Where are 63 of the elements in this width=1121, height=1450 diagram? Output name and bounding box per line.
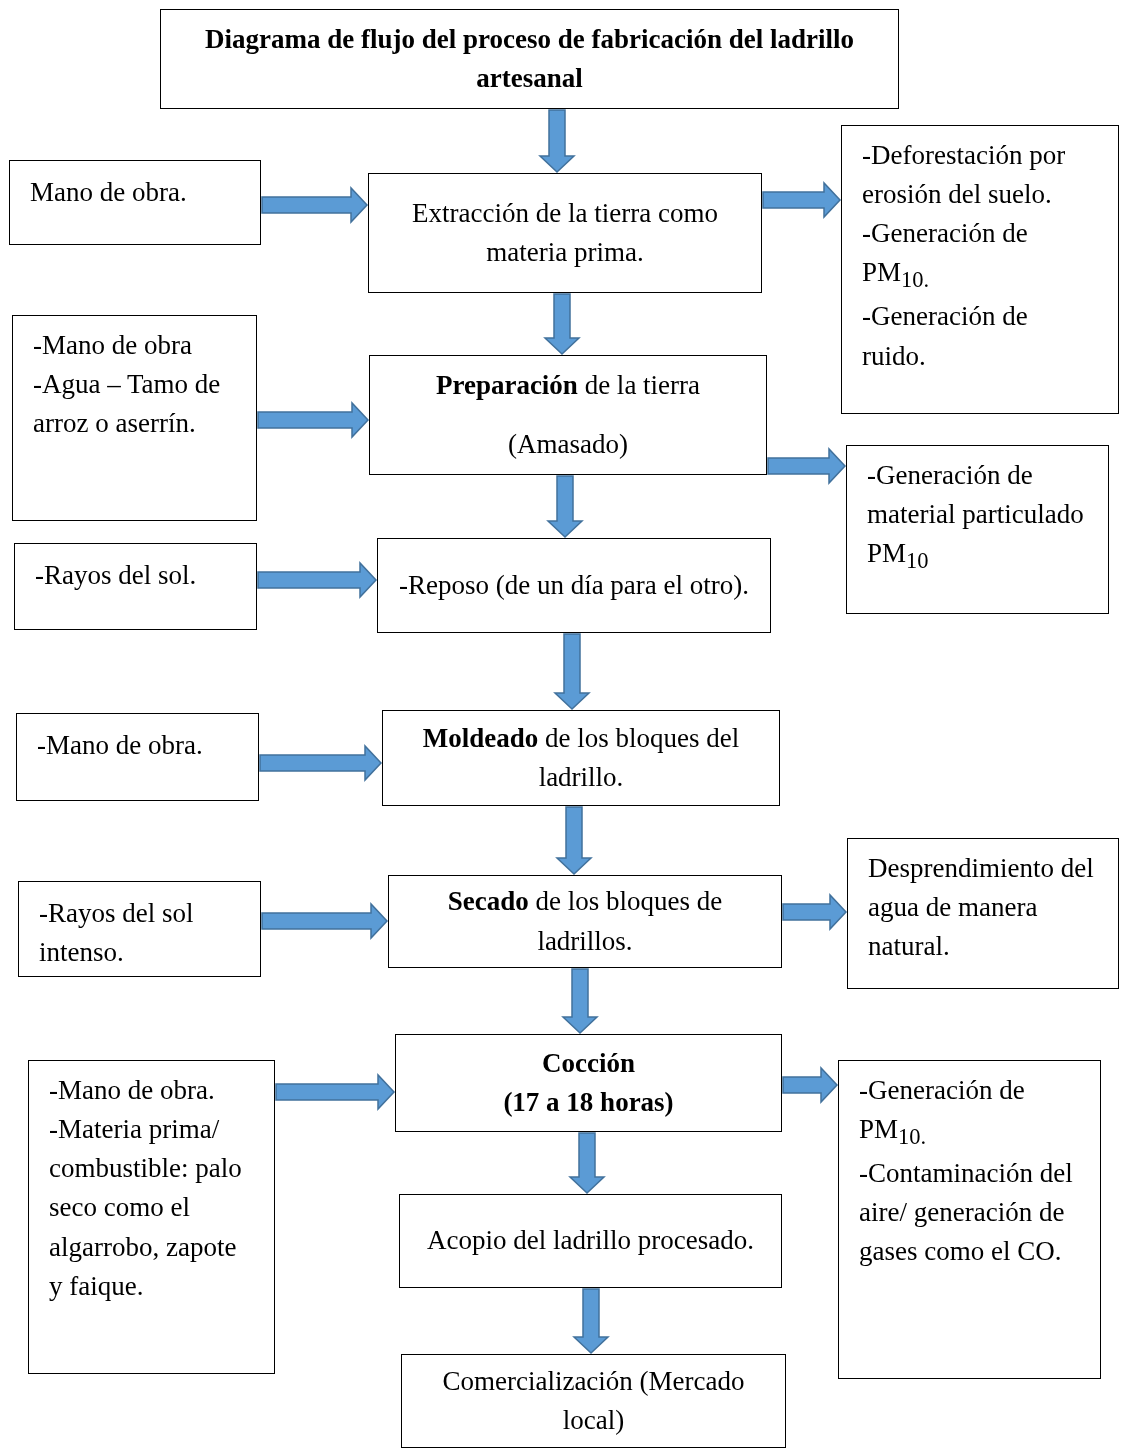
- box-text: -Generación de ruido.: [862, 300, 1029, 373]
- block-arrow: [782, 1066, 839, 1104]
- box-text: (17 a 18 horas): [502, 1086, 675, 1119]
- box-text: Secado de los bloques de ladrillos.: [446, 885, 724, 958]
- input-box: [16, 713, 259, 801]
- box-text: -Mano de obra.: [49, 1074, 216, 1107]
- block-arrow: [257, 401, 370, 439]
- process-box: [399, 1194, 782, 1288]
- box-text: -Rayos del sol.: [35, 559, 198, 592]
- process-box: [377, 538, 771, 633]
- box-text: Comercialización (Mercado local): [441, 1364, 746, 1437]
- box-text: Acopio del ladrillo procesado.: [426, 1224, 755, 1258]
- box-text: Moldeado de los bloques del ladrillo.: [421, 721, 741, 794]
- input-box: [9, 160, 261, 245]
- box-text: Preparación de la tierra: [434, 368, 702, 402]
- process-box: [369, 355, 767, 475]
- box-text: Mano de obra.: [30, 176, 188, 209]
- box-text: -Generación de PM$_{10.}$: [859, 1074, 1026, 1152]
- block-arrow: [555, 806, 593, 876]
- box-text: -Generación de PM$_{10.}$: [862, 217, 1029, 295]
- box-text: -Generación de material particulado PM$_{10}$: [867, 459, 1085, 576]
- block-arrow: [762, 181, 842, 219]
- process-box: [382, 710, 780, 806]
- output-box: [838, 1060, 1101, 1379]
- block-arrow: [553, 633, 591, 711]
- process-box: [388, 875, 782, 968]
- block-arrow: [261, 902, 389, 940]
- block-arrow: [767, 447, 847, 485]
- input-box: [18, 881, 261, 977]
- block-arrow: [261, 186, 369, 224]
- block-arrow: [543, 293, 581, 356]
- block-arrow: [572, 1288, 610, 1355]
- box-text: -Mano de obra.: [37, 729, 204, 762]
- output-box: [846, 445, 1109, 614]
- output-box: [841, 125, 1119, 414]
- block-arrow: [546, 475, 584, 539]
- box-text: -Reposo (de un día para el otro).: [398, 568, 750, 602]
- block-arrow: [561, 968, 599, 1035]
- block-arrow: [259, 744, 383, 782]
- box-text: Cocción: [541, 1046, 636, 1080]
- process-box: [395, 1034, 782, 1132]
- box-text: Extracción de la tierra como materia prima.: [411, 196, 719, 269]
- title-box: [160, 9, 899, 109]
- block-arrow: [782, 893, 848, 931]
- block-arrow: [538, 109, 576, 174]
- box-text: -Rayos del sol intenso.: [39, 897, 195, 970]
- input-box: [12, 315, 257, 521]
- box-text: -Deforestación por erosión del suelo.: [862, 139, 1067, 212]
- process-box: [401, 1354, 786, 1448]
- output-box: [847, 838, 1119, 989]
- block-arrow: [275, 1073, 396, 1111]
- input-box: [14, 543, 257, 630]
- box-text: -Materia prima/ combustible: palo seco como el algarrobo, zapote y faique.: [49, 1113, 243, 1303]
- input-box: [28, 1060, 275, 1374]
- box-text: -Contaminación del aire/ generación de gases como el CO.: [859, 1157, 1074, 1269]
- block-arrow: [568, 1132, 606, 1195]
- title-text: Diagrama de flujo del proceso de fabricación del ladrillo artesanal: [204, 22, 855, 95]
- box-text: Desprendimiento del agua de manera natural.: [868, 852, 1095, 964]
- box-text: -Agua – Tamo de arroz o aserrín.: [33, 368, 222, 441]
- process-box: [368, 173, 762, 293]
- box-text: -Mano de obra: [33, 329, 193, 362]
- box-text: (Amasado): [507, 428, 629, 461]
- block-arrow: [257, 561, 378, 599]
